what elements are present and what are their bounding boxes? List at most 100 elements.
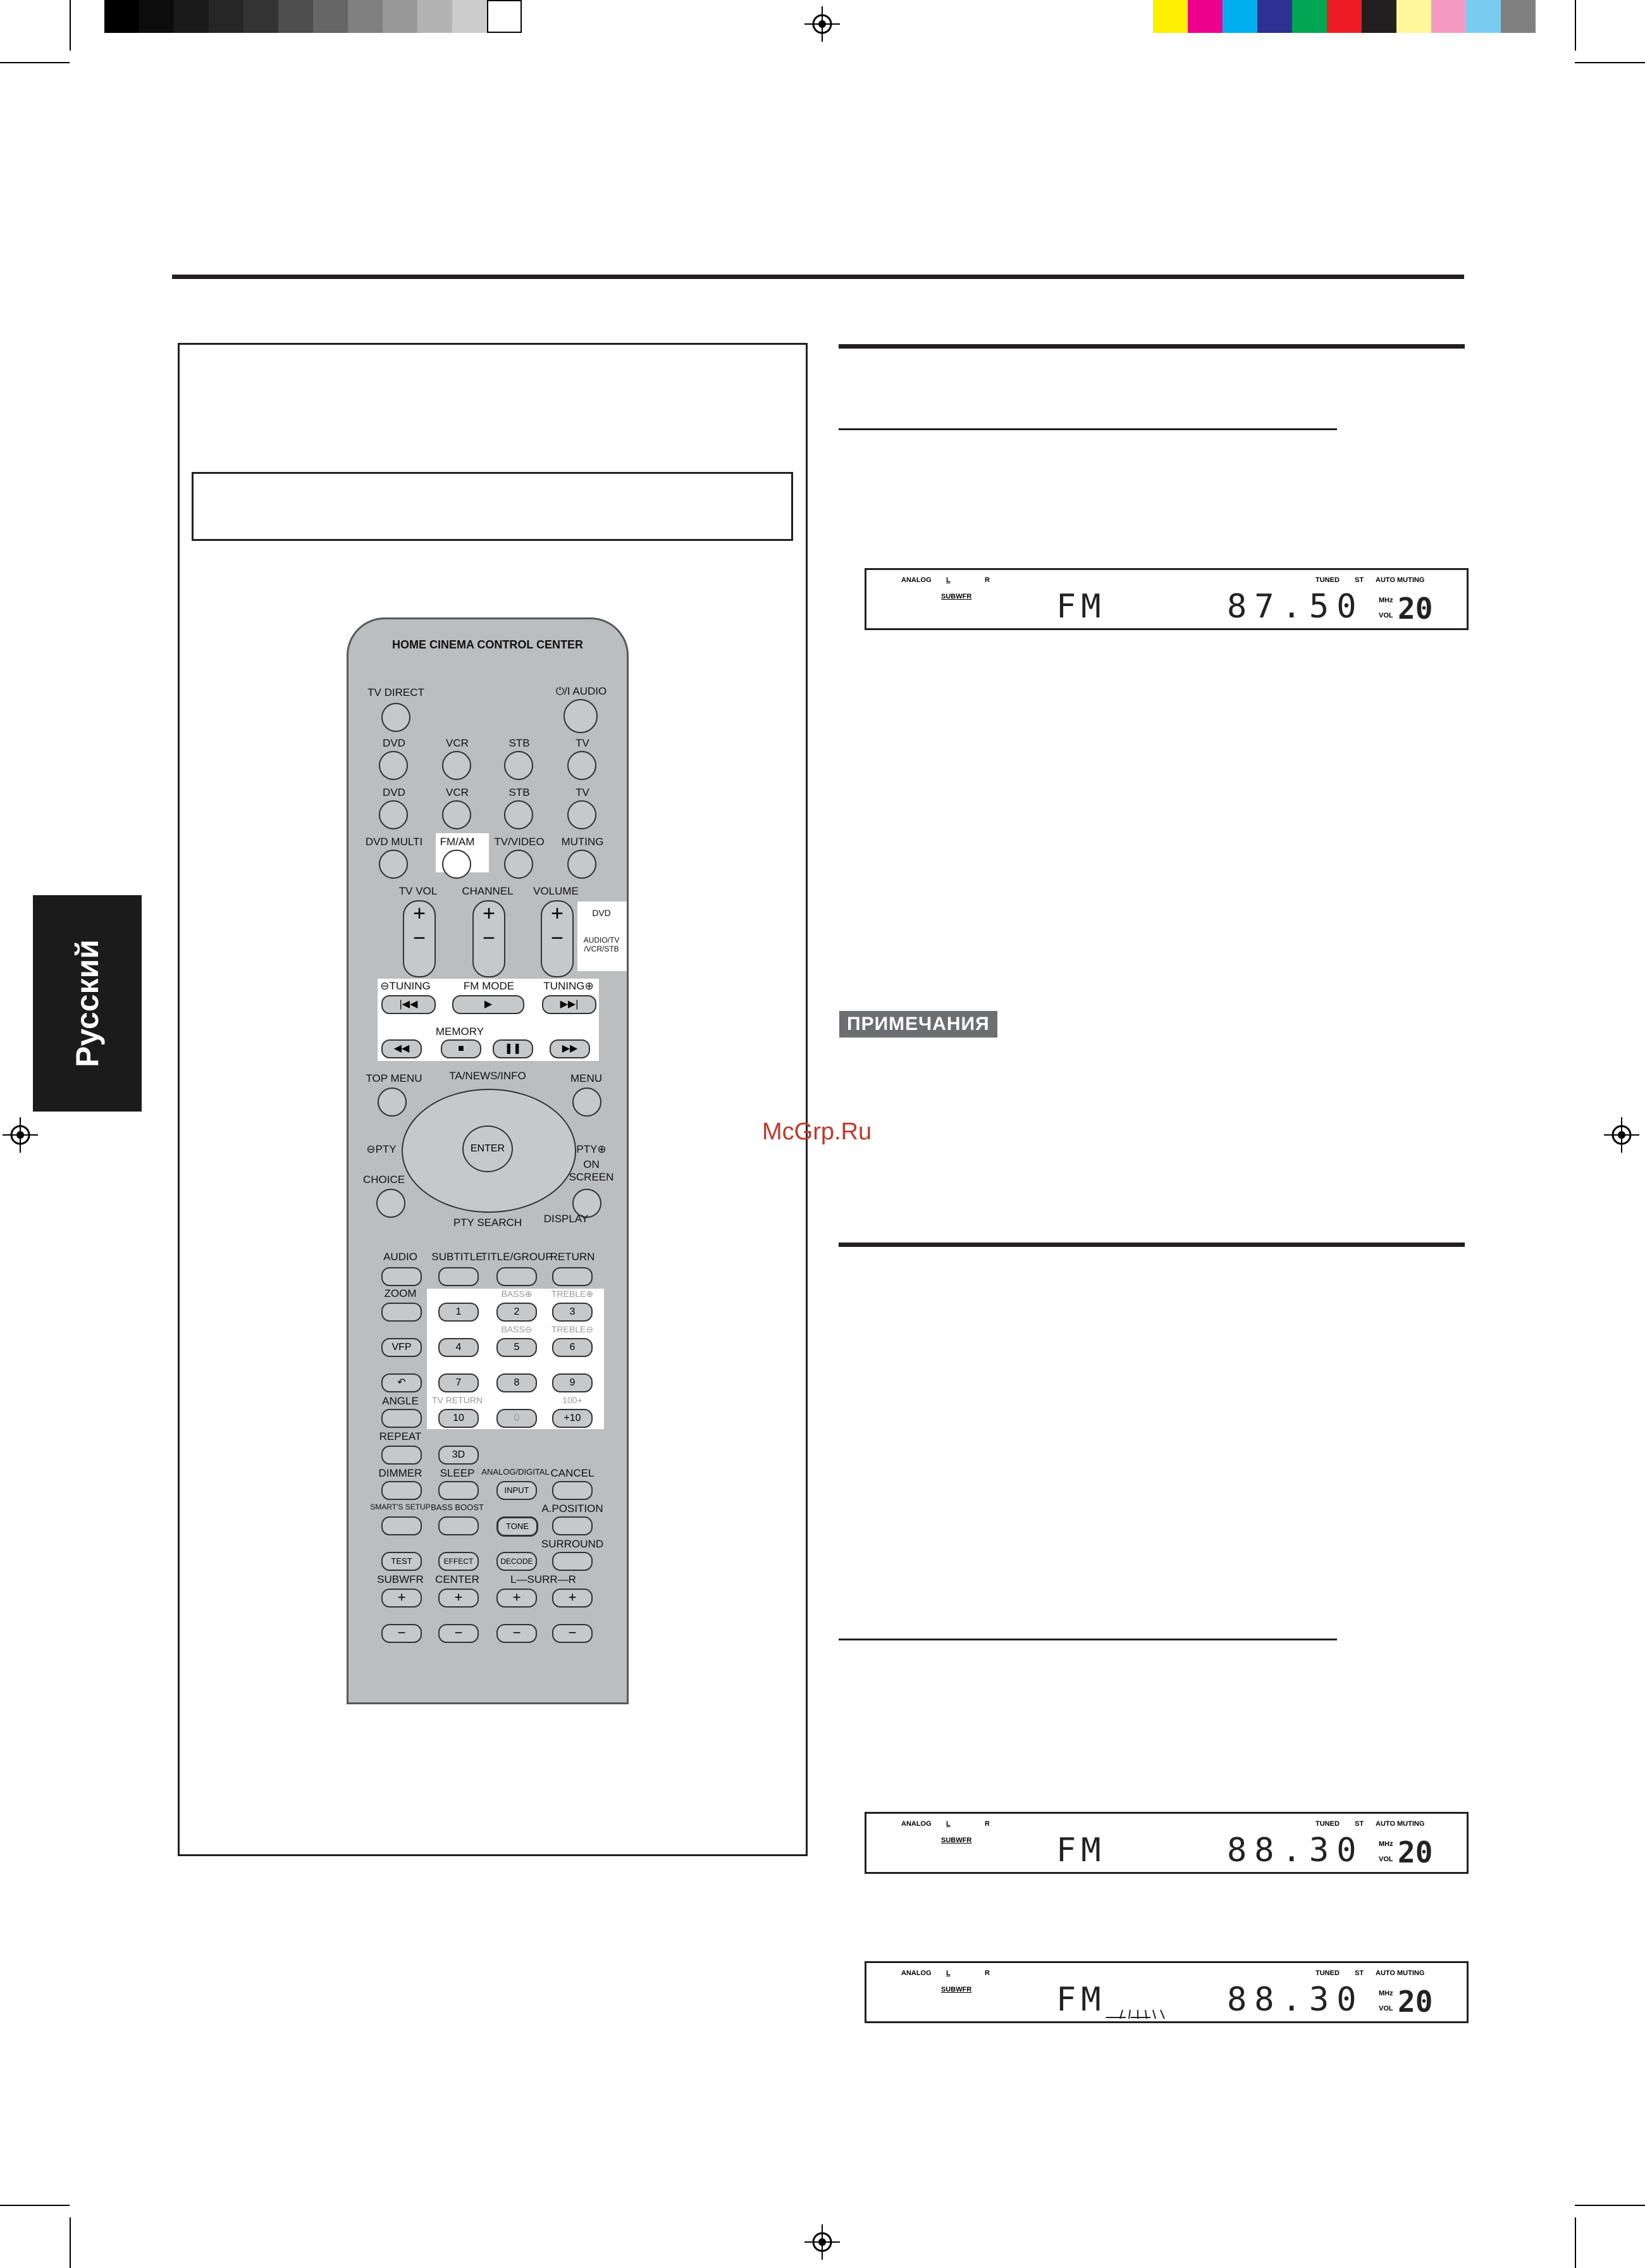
input-button[interactable]: INPUT [496,1481,537,1500]
surr-left-minus-button[interactable]: − [496,1624,537,1643]
number-1-label: 1 [455,1306,462,1317]
repeat-button[interactable] [381,1446,422,1465]
replay-button[interactable]: ↶ [381,1373,422,1392]
tuning-up-button[interactable]: ▶▶| [542,995,596,1014]
subtitle-button[interactable] [438,1267,479,1286]
number-2-label: 2 [514,1306,520,1317]
dvd-power-button[interactable] [379,751,408,780]
bass-boost-button[interactable] [438,1516,479,1535]
number-9-button[interactable]: 9 [552,1373,593,1392]
label-return: RETURN [550,1251,595,1263]
label-top-menu: TOP MENU [366,1072,422,1084]
vcr-power-button[interactable] [442,751,471,780]
vfp-button[interactable]: VFP [381,1338,422,1357]
test-button[interactable]: TEST [381,1552,422,1571]
registration-mark-top-icon [804,6,840,42]
display-mode: FM__ [1056,1981,1156,2019]
volume-rocker[interactable]: +− [541,900,574,977]
label-stb-power: STB [508,737,530,749]
display-vol-label: VOL [1379,1856,1393,1863]
number-8-button[interactable]: 8 [496,1373,537,1392]
muting-button[interactable] [567,850,596,879]
dvd-button[interactable] [379,800,408,829]
number-7-button[interactable]: 7 [438,1373,479,1392]
audio-button[interactable] [381,1267,422,1286]
return-button[interactable] [552,1267,593,1286]
label-ta-news-info: TA/NEWS/INFO [449,1070,526,1082]
fm-am-button[interactable] [442,850,471,879]
stb-button[interactable] [504,800,533,829]
label-muting: MUTING [561,836,604,848]
number-3-button[interactable]: 3 [552,1303,593,1322]
number-4-button[interactable]: 4 [438,1338,479,1357]
remote-title: HOME CINEMA CONTROL CENTER [391,638,584,651]
label-display: DISPLAY [543,1213,589,1225]
tv-power-button[interactable] [567,751,596,780]
menu-button[interactable] [572,1088,601,1117]
channel-rocker[interactable]: +− [472,900,505,977]
display-panel-1: ANALOG L R SUBWFR TUNED ST AUTO MUTING F… [865,568,1469,630]
display-subwfr: SUBWFR [941,1986,972,1993]
top-menu-button[interactable] [378,1088,407,1117]
tv-video-button[interactable] [504,850,533,879]
label-vcr: VCR [446,786,469,798]
forward-button[interactable]: ▶▶ [550,1039,590,1058]
3d-button[interactable]: 3D [438,1446,479,1465]
dimmer-button[interactable] [381,1481,422,1500]
subwfr-minus-button[interactable]: − [381,1624,422,1643]
label-bass-boost: BASS BOOST [431,1503,484,1512]
number-10-button[interactable]: 10 [438,1409,479,1428]
display-auto-muting: AUTO MUTING [1376,576,1425,584]
effect-button[interactable]: EFFECT [438,1552,479,1571]
sleep-button[interactable] [438,1481,479,1500]
subsection-1-rule [839,428,1337,430]
label-zoom: ZOOM [384,1287,417,1299]
choice-button[interactable] [376,1189,405,1218]
number-1-button[interactable]: 1 [438,1303,479,1322]
title-group-button[interactable] [496,1267,537,1286]
number-6-button[interactable]: 6 [552,1338,593,1357]
enter-button[interactable]: ENTER [462,1125,513,1172]
on-screen-button[interactable] [572,1189,601,1218]
label-pty-minus: ⊖PTY [366,1143,397,1155]
tuning-down-button[interactable]: |◀◀ [381,995,436,1014]
tv-vol-rocker[interactable]: +− [403,900,436,977]
tone-button[interactable]: TONE [496,1516,538,1537]
vcr-button[interactable] [442,800,471,829]
number-0-button[interactable]: 0 [496,1409,537,1428]
a-position-button[interactable] [552,1516,593,1535]
stb-power-button[interactable] [504,751,533,780]
display-l: L [946,576,951,584]
surr-right-plus-button[interactable]: + [552,1589,593,1608]
plus-10-button[interactable]: +10 [552,1409,593,1428]
number-5-button[interactable]: 5 [496,1338,537,1357]
label-subwfr: SUBWFR [377,1573,424,1585]
smart-setup-button[interactable] [381,1516,422,1535]
number-2-button[interactable]: 2 [496,1303,537,1322]
label-bass-plus: BASS⊕ [501,1289,533,1299]
tv-direct-button[interactable] [381,703,410,732]
cancel-button[interactable] [552,1481,593,1500]
display-l: L [946,1969,951,1977]
display-mhz: MHz [1379,1840,1393,1848]
label-dimmer: DIMMER [378,1467,422,1479]
surr-left-plus-button[interactable]: + [496,1589,537,1608]
subwfr-plus-button[interactable]: + [381,1589,422,1608]
label-subtitle: SUBTITLE [431,1251,483,1263]
surr-right-minus-button[interactable]: − [552,1624,593,1643]
watermark[interactable]: McGrp.Ru [762,1119,872,1145]
center-plus-button[interactable]: + [438,1589,479,1608]
fm-mode-button[interactable]: ▶ [452,995,524,1014]
rewind-button[interactable]: ◀◀ [381,1039,422,1058]
dvd-multi-button[interactable] [379,850,408,879]
audio-power-button[interactable] [564,699,598,733]
memory-button[interactable]: ■ [441,1039,481,1058]
angle-button[interactable] [381,1409,422,1428]
pause-button[interactable]: ❚❚ [493,1039,533,1058]
display-frequency: 87.50 [1227,588,1364,626]
decode-button[interactable]: DECODE [496,1552,537,1571]
tv-button[interactable] [567,800,596,829]
surround-button[interactable] [552,1552,593,1571]
center-minus-button[interactable]: − [438,1624,479,1643]
zoom-button[interactable] [381,1303,422,1322]
